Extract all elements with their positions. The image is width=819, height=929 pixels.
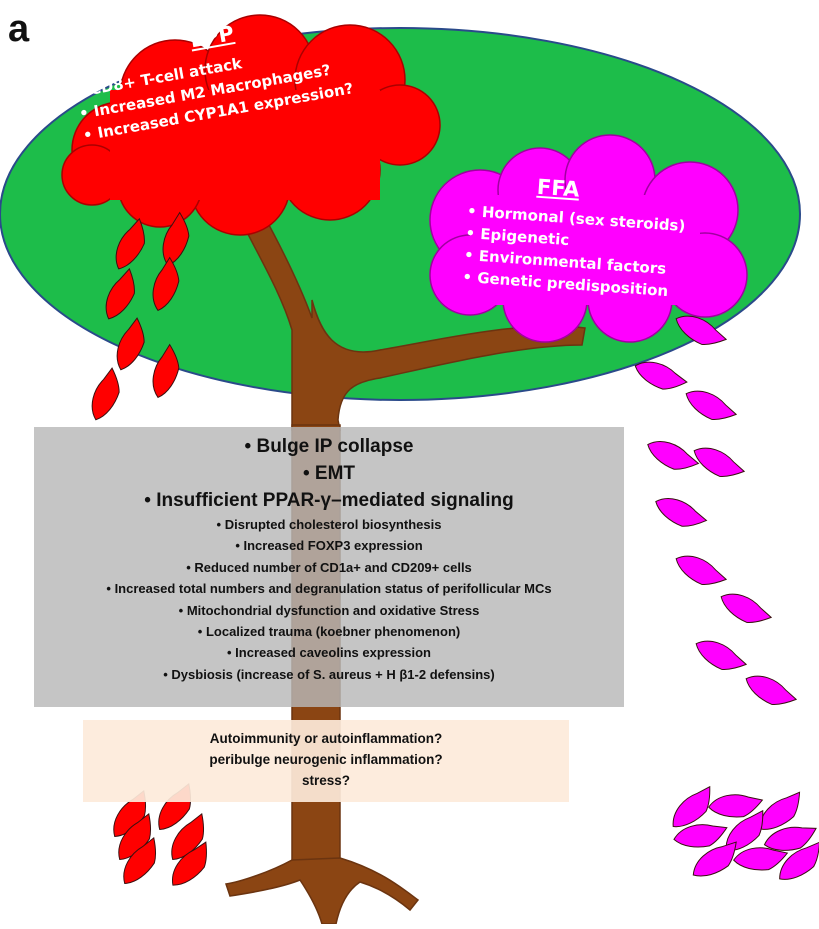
minor-factor: Localized trauma (koebner phenomenon) xyxy=(34,621,624,642)
minor-factor: Reduced number of CD1a+ and CD209+ cells xyxy=(34,557,624,578)
major-factor: EMT xyxy=(34,460,624,487)
triggers-text: Autoimmunity or autoinflammation? peribu… xyxy=(83,728,569,791)
ffa-leaf-pile xyxy=(664,783,819,883)
trigger-line: peribulge neurogenic inflammation? xyxy=(209,752,443,767)
minor-factors-list: Disrupted cholesterol biosynthesis Incre… xyxy=(34,514,624,685)
panel-label: a xyxy=(8,8,30,50)
shared-factors-text: Bulge IP collapse EMT Insufficient PPAR-… xyxy=(34,433,624,685)
ffa-falling-leaves xyxy=(632,302,797,718)
major-factors-list: Bulge IP collapse EMT Insufficient PPAR-… xyxy=(34,433,624,514)
ffa-list: Hormonal (sex steroids) Epigenetic Envir… xyxy=(462,200,686,303)
trigger-line: stress? xyxy=(301,773,351,788)
trigger-line: Autoimmunity or autoinflammation? xyxy=(209,731,443,746)
minor-factor: Increased total numbers and degranulatio… xyxy=(0,578,664,599)
minor-factor: Dysbiosis (increase of S. aureus + H β1-… xyxy=(34,664,624,685)
major-factor: Bulge IP collapse xyxy=(34,433,624,460)
triggers-box xyxy=(83,720,569,802)
major-factor: Insufficient PPAR-γ–mediated signaling xyxy=(34,487,624,514)
minor-factor: Increased FOXP3 expression xyxy=(34,535,624,556)
ffa-title: FFA xyxy=(536,174,581,202)
minor-factor: Disrupted cholesterol biosynthesis xyxy=(34,514,624,535)
minor-factor: Mitochondrial dysfunction and oxidative … xyxy=(34,600,624,621)
minor-factor: Increased caveolins expression xyxy=(34,642,624,663)
